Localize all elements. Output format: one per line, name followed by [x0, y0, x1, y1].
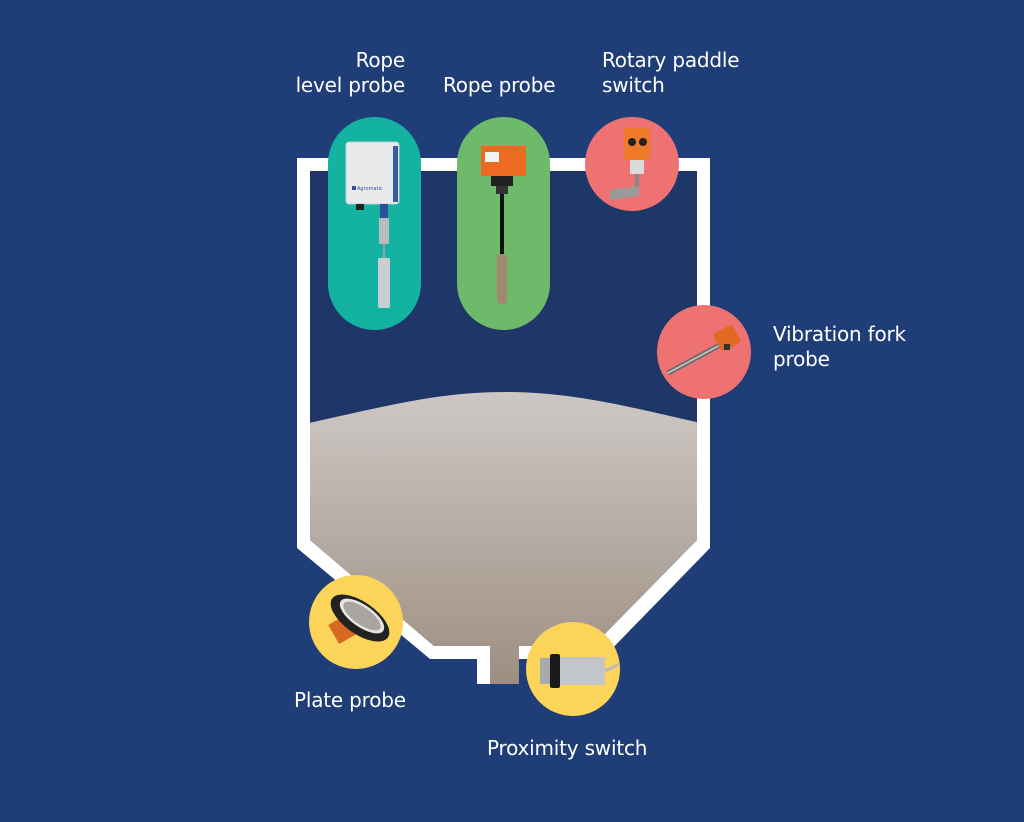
rotary-paddle-switch-label: Rotary paddle switch: [602, 48, 740, 98]
rope-level-probe-badge[interactable]: Agromatic: [328, 117, 421, 330]
label-line: Plate probe: [294, 688, 406, 712]
vibration-fork-probe-icon: [666, 325, 741, 376]
proximity-switch-label: Proximity switch: [487, 736, 647, 761]
label-line: Rope probe: [443, 73, 556, 97]
vibration-fork-probe-badge[interactable]: [657, 305, 751, 399]
label-line: Rotary paddle: [602, 48, 740, 72]
proximity-switch-badge[interactable]: [526, 622, 620, 716]
rope-level-probe-label: Rope level probe: [280, 48, 406, 98]
plate-probe-badge[interactable]: [309, 575, 403, 669]
label-line: Rope: [355, 48, 406, 72]
rope-level-probe-icon: Agromatic: [345, 141, 400, 308]
rope-probe-label: Rope probe: [443, 73, 556, 98]
label-line: probe: [773, 347, 830, 371]
proximity-switch-icon: [540, 654, 619, 688]
rope-probe-badge[interactable]: [457, 117, 550, 330]
label-line: Vibration fork: [773, 322, 906, 346]
vibration-fork-probe-label: Vibration fork probe: [773, 322, 906, 372]
device-brand-text: Agromatic: [357, 186, 383, 192]
rope-probe-icon: [481, 146, 526, 304]
rotary-paddle-switch-icon: [610, 128, 650, 200]
rotary-paddle-switch-badge[interactable]: [585, 117, 679, 211]
plate-probe-label: Plate probe: [294, 688, 406, 713]
plate-probe-icon: [328, 594, 390, 645]
label-line: switch: [602, 73, 665, 97]
label-line: level probe: [295, 73, 406, 97]
label-line: Proximity switch: [487, 736, 648, 760]
